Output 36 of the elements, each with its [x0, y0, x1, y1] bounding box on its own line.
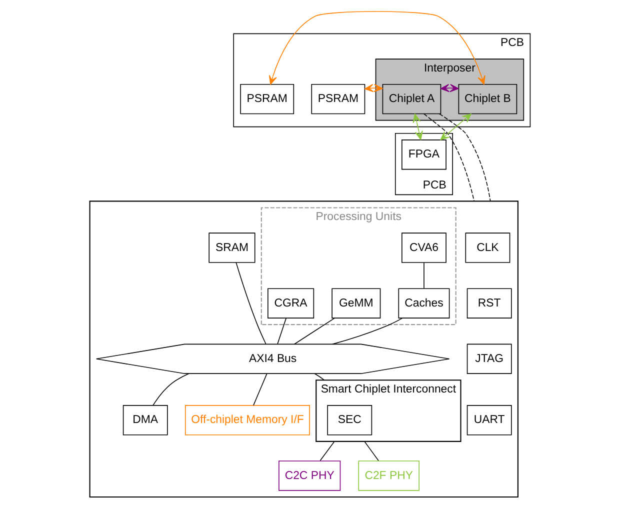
node-box: RST [466, 288, 512, 318]
connector [314, 373, 325, 381]
node-box: C2F PHY [358, 460, 420, 491]
node-box: C2C PHY [278, 460, 341, 491]
arrow [268, 11, 486, 85]
cluster [89, 200, 518, 498]
connector [320, 441, 335, 462]
arrow [412, 114, 423, 140]
node-box: Off-chiplet Memory I/F [185, 405, 310, 436]
connector [277, 318, 286, 344]
connector [236, 262, 266, 344]
node-box: FPGA [402, 140, 446, 170]
node-box: GeMM [332, 288, 381, 318]
connector [423, 113, 475, 202]
node-box: Caches [398, 288, 450, 318]
connector [332, 318, 403, 345]
node-box: Chiplet B [458, 84, 518, 114]
node-box: JTAG [466, 344, 512, 374]
node-box: DMA [122, 405, 168, 436]
node-box: CVA6 [402, 232, 446, 263]
arrow [364, 84, 383, 92]
node-box: PSRAM [240, 84, 294, 114]
connector [294, 318, 335, 345]
node-box: PSRAM [311, 84, 366, 114]
node-box: SRAM [208, 232, 256, 263]
connector [364, 441, 379, 462]
node-box: SEC [327, 405, 372, 436]
connector [152, 373, 190, 406]
arrow [440, 84, 459, 92]
node-box: UART [466, 405, 512, 436]
connector [253, 373, 268, 406]
connector [438, 113, 491, 202]
node-box: Chiplet A [382, 84, 442, 114]
node-box: CGRA [268, 288, 314, 318]
node-box: CLK [465, 232, 510, 263]
arrow [440, 114, 472, 140]
